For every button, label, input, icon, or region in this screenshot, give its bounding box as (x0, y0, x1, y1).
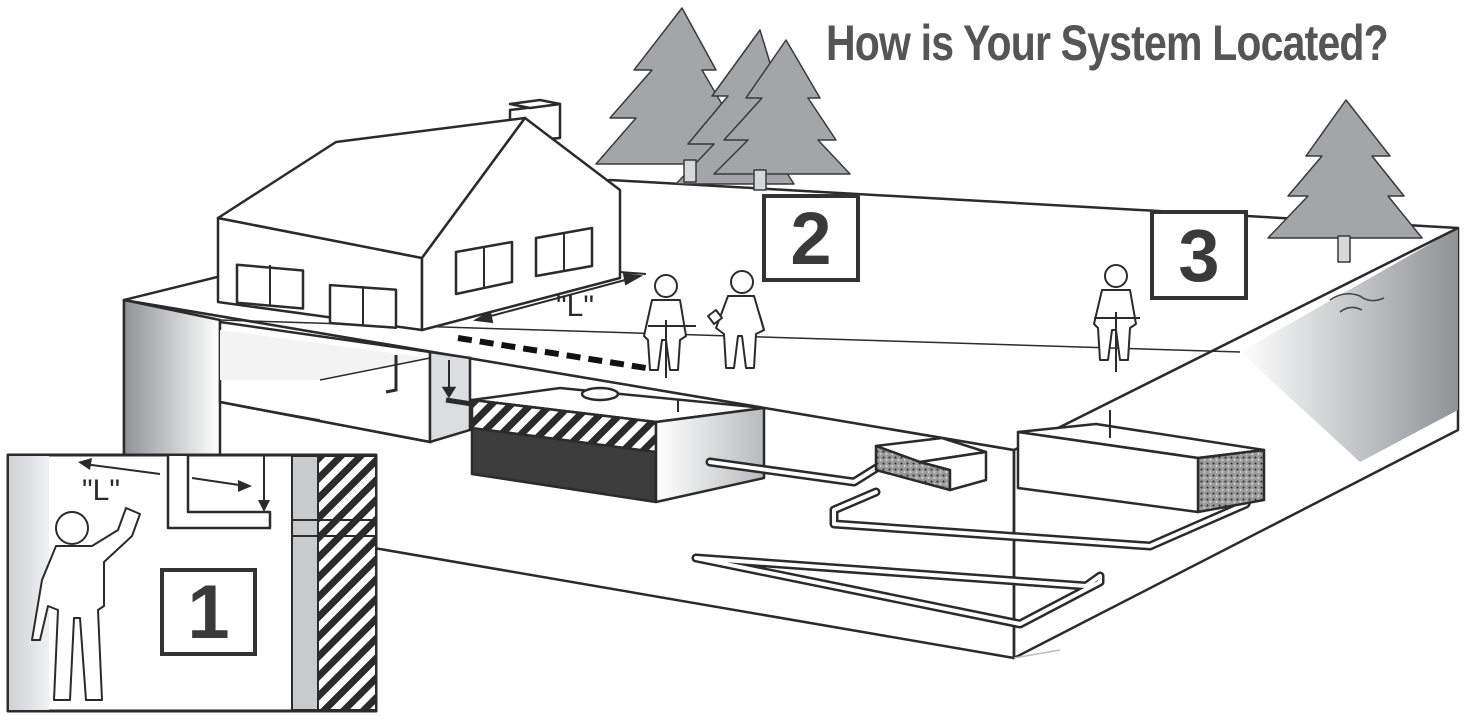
outdoor-distance-label: "L" (556, 290, 594, 324)
marker-3: 3 (1150, 210, 1248, 300)
marker-2: 2 (762, 194, 860, 282)
tree-cluster (596, 8, 850, 190)
marker-1: 1 (160, 568, 257, 656)
page-title: How is Your System Located? (826, 14, 1388, 72)
indoor-distance-label: "L" (82, 474, 120, 508)
